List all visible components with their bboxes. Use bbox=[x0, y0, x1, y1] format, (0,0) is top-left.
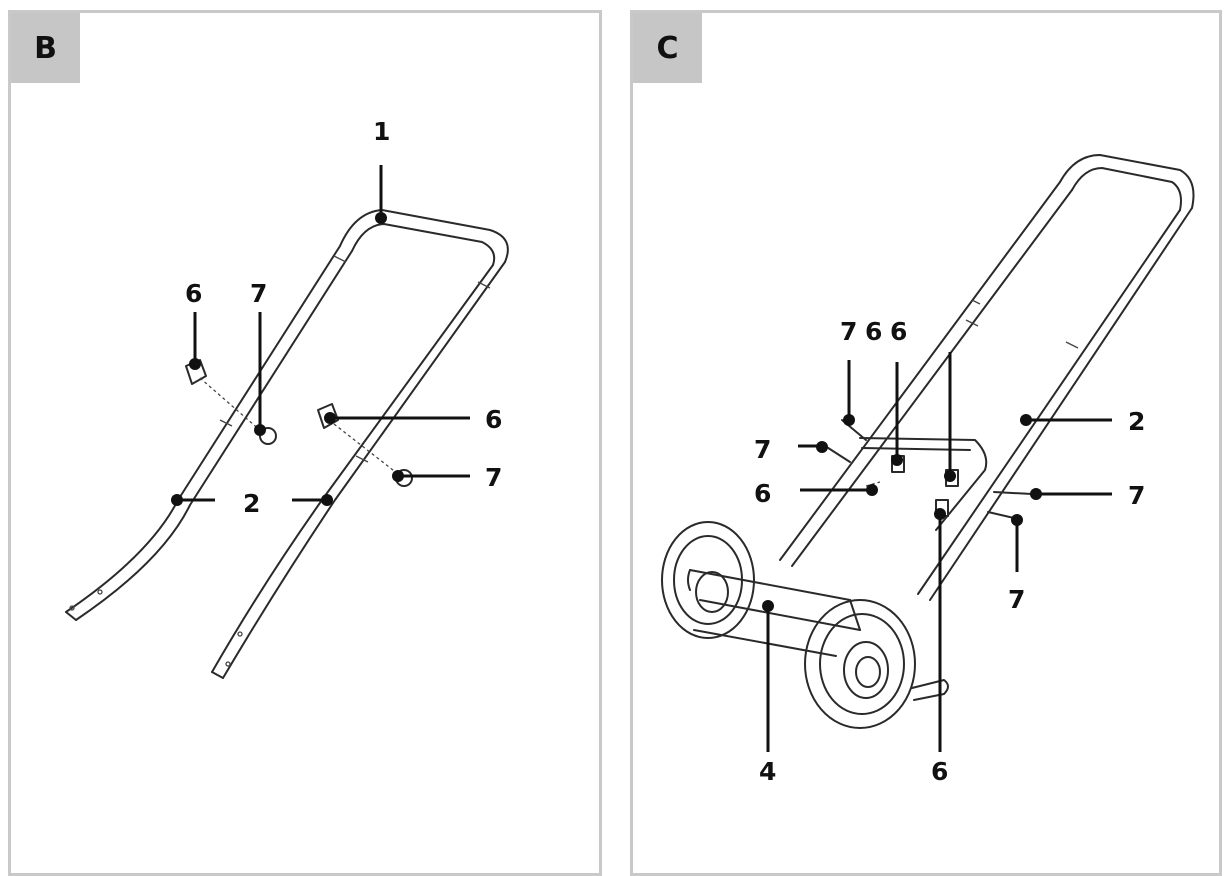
callout-c-6c: 6 bbox=[754, 479, 771, 508]
panel-c-tag: C bbox=[633, 13, 702, 83]
callout-c-6a: 6 bbox=[865, 317, 882, 346]
panel-b-tag: B bbox=[11, 13, 80, 83]
callout-b-2: 2 bbox=[243, 489, 260, 518]
callout-c-7b: 7 bbox=[754, 435, 771, 464]
callout-c-7a: 7 bbox=[840, 317, 857, 346]
panel-c: C bbox=[630, 10, 1222, 876]
callout-b-7a: 7 bbox=[250, 279, 267, 308]
callout-c-6b: 6 bbox=[890, 317, 907, 346]
callout-b-1: 1 bbox=[373, 117, 390, 146]
callout-b-6a: 6 bbox=[185, 279, 202, 308]
callout-labels-b: 1 6 7 6 7 2 bbox=[185, 117, 502, 518]
panel-b: B bbox=[8, 10, 602, 876]
callout-labels-c: 7 6 6 7 6 2 7 7 4 6 bbox=[754, 317, 1145, 786]
callout-b-6b: 6 bbox=[485, 405, 502, 434]
callout-b-7b: 7 bbox=[485, 463, 502, 492]
callout-c-7c: 7 bbox=[1128, 481, 1145, 510]
callout-c-2: 2 bbox=[1128, 407, 1145, 436]
callouts-c bbox=[762, 352, 1112, 752]
handle-illustration-b bbox=[65, 209, 509, 679]
callouts-b bbox=[171, 165, 470, 506]
callout-c-4: 4 bbox=[759, 757, 776, 786]
callout-c-7d: 7 bbox=[1008, 585, 1025, 614]
callout-c-6d: 6 bbox=[931, 757, 948, 786]
mower-illustration-c bbox=[661, 154, 1195, 729]
